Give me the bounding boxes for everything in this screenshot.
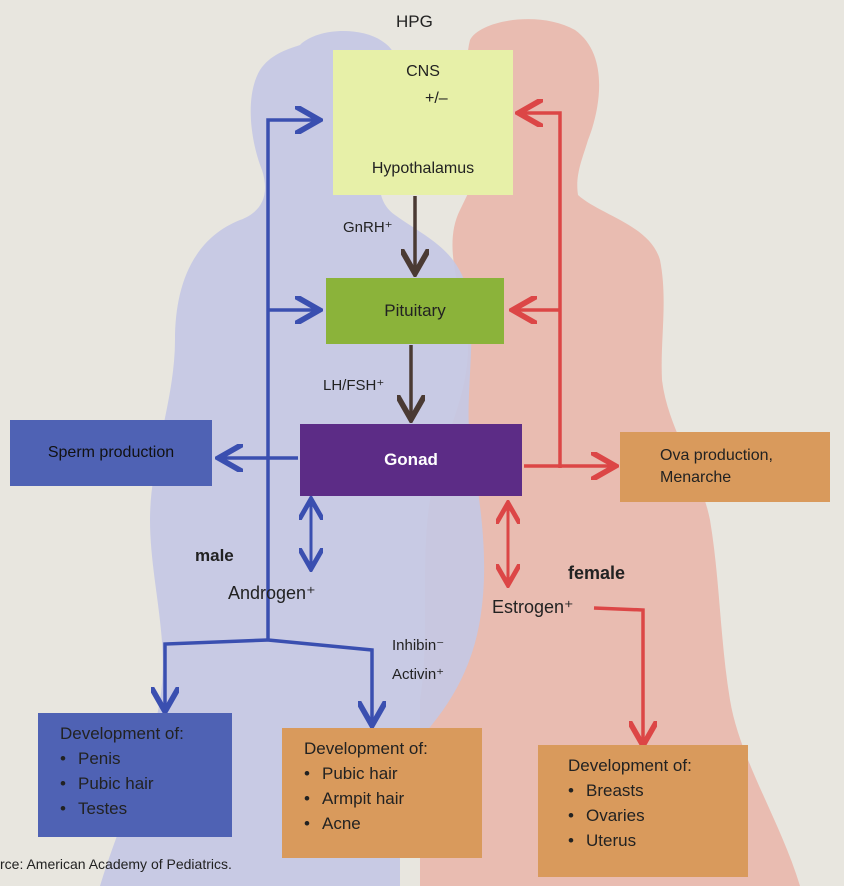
activin-label: Activin⁺	[392, 666, 445, 683]
androgen-branch-right	[267, 638, 372, 722]
pituitary-label: Pituitary	[384, 301, 446, 320]
source-caption: rce: American Academy of Pediatrics.	[0, 856, 232, 872]
development-male-list: Penis Pubic hair Testes	[60, 746, 232, 821]
gnrh-label: GnRH⁺	[343, 219, 393, 236]
pituitary-box: Pituitary	[326, 278, 504, 344]
ova-production-box: Ova production, Menarche	[620, 432, 830, 502]
menarche-label: Menarche	[660, 469, 732, 486]
gonad-label: Gonad	[384, 450, 438, 469]
androgen-feedback-line	[266, 120, 316, 640]
development-female-list: Breasts Ovaries Uterus	[568, 778, 748, 853]
cns-modulation-label: +/–	[425, 90, 448, 107]
list-item: Uterus	[568, 828, 748, 853]
inhibin-label: Inhibin⁻	[392, 637, 445, 654]
development-female-box: Development of: Breasts Ovaries Uterus	[538, 745, 748, 877]
sperm-production-label: Sperm production	[47, 444, 175, 461]
estrogen-feedback-line	[522, 113, 562, 468]
ova-production-label: Ova production,	[660, 447, 773, 464]
development-female-heading: Development of:	[568, 756, 692, 775]
list-item: Breasts	[568, 778, 748, 803]
list-item: Ovaries	[568, 803, 748, 828]
list-item: Acne	[304, 811, 482, 836]
development-male-box: Development of: Penis Pubic hair Testes	[38, 713, 232, 837]
female-label: female	[568, 563, 626, 583]
estrogen-branch	[593, 606, 643, 742]
androgen-branch-left	[165, 638, 269, 708]
androgen-label: Androgen⁺	[228, 583, 316, 603]
gonad-box: Gonad	[300, 424, 522, 496]
lh-fsh-label: LH/FSH⁺	[323, 377, 385, 394]
list-item: Testes	[60, 796, 232, 821]
sperm-production-box: Sperm production	[10, 420, 212, 486]
development-shared-heading: Development of:	[304, 739, 428, 758]
list-item: Penis	[60, 746, 232, 771]
diagram-title: HPG	[396, 12, 433, 31]
male-label: male	[195, 546, 234, 565]
list-item: Pubic hair	[304, 761, 482, 786]
hypothalamus-label: Hypothalamus	[371, 160, 475, 177]
cns-box: CNS +/– Hypothalamus	[333, 50, 513, 195]
list-item: Pubic hair	[60, 771, 232, 796]
development-male-heading: Development of:	[60, 724, 184, 743]
estrogen-label: Estrogen⁺	[492, 597, 574, 617]
development-shared-list: Pubic hair Armpit hair Acne	[304, 761, 482, 836]
cns-label: CNS	[406, 63, 440, 80]
list-item: Armpit hair	[304, 786, 482, 811]
development-shared-box: Development of: Pubic hair Armpit hair A…	[282, 728, 482, 858]
